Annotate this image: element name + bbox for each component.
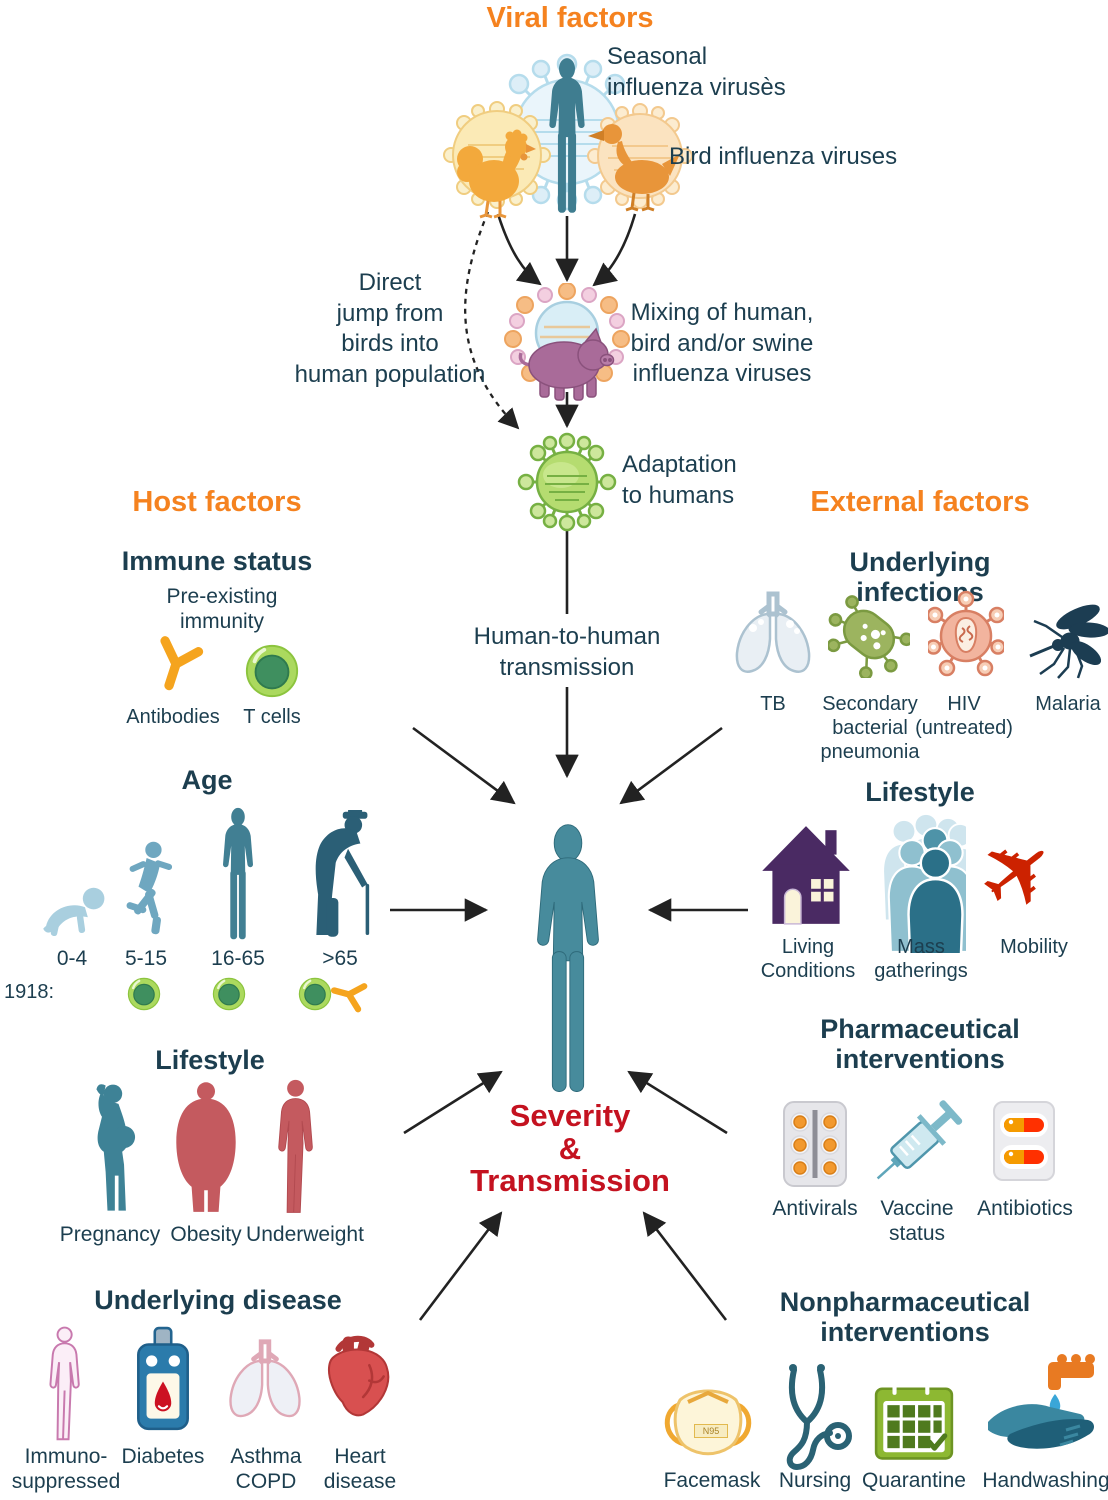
obesity-label: Obesity: [170, 1223, 242, 1246]
preexisting-immunity-label: Pre-existing immunity: [166, 585, 278, 634]
living-conditions-label: Living Conditions: [760, 936, 856, 982]
bacteria-icon: [828, 595, 910, 678]
mass-gatherings-label: Mass gatherings: [874, 936, 968, 982]
age-16-65-label: 16-65: [211, 947, 265, 970]
age-0-4-label: 0-4: [56, 947, 88, 970]
facemask-label: Facemask: [663, 1469, 761, 1492]
arrow-direct-jump-dashed: [464, 211, 520, 430]
age-elderly-icon: [315, 810, 370, 937]
pharma-title: Pharmaceutical interventions: [820, 1014, 1020, 1074]
tcell-1918-icon-3: [298, 977, 332, 1011]
chicken-silhouette: [457, 129, 536, 219]
arrow-immune-to-human: [412, 726, 516, 805]
duck-virus-icon: [587, 103, 693, 212]
handwashing-label: Handwashing: [982, 1469, 1108, 1492]
age-5-15-label: 5-15: [124, 947, 168, 970]
mass-gatherings-crowd-icon: [866, 808, 966, 953]
arrow-bird1-to-pig: [496, 213, 542, 286]
arrow-nonpharma-to-severity: [642, 1211, 728, 1321]
chicken-virus-icon: [443, 101, 551, 219]
arrow-pharma-to-severity: [627, 1070, 728, 1135]
living-conditions-house-icon: [762, 826, 850, 925]
human-source-icon: [538, 56, 596, 216]
duck-silhouette: [588, 124, 680, 212]
underweight-icon: [278, 1079, 313, 1213]
host-factors-title: Host factors: [132, 486, 302, 518]
quarantine-calendar-icon: [874, 1378, 954, 1460]
tcell-1918-icon-2: [212, 977, 246, 1011]
quarantine-label: Quarantine: [862, 1469, 966, 1492]
pig-virus-icon: [504, 283, 630, 401]
diabetes-label: Diabetes: [121, 1445, 205, 1468]
nursing-label: Nursing: [778, 1469, 852, 1492]
n95-badge: N95: [694, 1424, 728, 1438]
adaptation-virus-icon: [517, 432, 617, 532]
diabetes-icon: [137, 1326, 189, 1431]
seasonal-influenza-label: Seasonal influenza virusès: [607, 43, 786, 101]
antibiotics-icon: [993, 1101, 1055, 1181]
pandemic-1918-label: 1918:: [4, 981, 55, 1003]
nonpharma-title: Nonpharmaceutical interventions: [779, 1287, 1031, 1347]
immunosuppressed-label: Immuno- suppressed: [11, 1445, 121, 1494]
antivirals-blister-icon: [783, 1101, 847, 1187]
heart-disease-icon: [327, 1335, 390, 1417]
vaccine-syringe-icon: [876, 1100, 963, 1180]
malaria-label: Malaria: [1035, 693, 1101, 715]
antibodies-label: Antibodies: [126, 706, 220, 728]
malaria-mosquito-icon: [1029, 604, 1108, 679]
pneumonia-label: Secondary bacterial pneumonia: [820, 693, 920, 763]
host-lifestyle-title: Lifestyle: [155, 1045, 265, 1075]
adaptation-label: Adaptation to humans: [622, 451, 737, 509]
arrow-bird2-to-pig: [592, 213, 637, 287]
central-human-icon: [522, 810, 614, 1108]
external-factors-title: External factors: [810, 486, 1030, 518]
age-over65-label: >65: [322, 947, 358, 970]
heart-disease-label: Heart disease: [323, 1445, 397, 1494]
arrow-host-lifestyle-to-severity: [403, 1070, 503, 1135]
vaccine-status-label: Vaccine status: [880, 1197, 954, 1246]
tcells-label: T cells: [243, 706, 301, 728]
pregnancy-label: Pregnancy: [59, 1223, 161, 1246]
obesity-icon: [176, 1082, 236, 1212]
arrow-infections-to-human: [619, 726, 723, 805]
antibiotics-label: Antibiotics: [977, 1197, 1073, 1220]
asthma-lungs-icon: [222, 1338, 308, 1424]
h2h-transmission-label: Human-to-human transmission: [473, 623, 661, 681]
immune-status-title: Immune status: [121, 546, 313, 576]
mobility-label: Mobility: [1000, 936, 1068, 958]
pregnancy-icon: [96, 1084, 136, 1211]
tcell-icon: [244, 643, 300, 699]
facemask-icon: [664, 1389, 752, 1456]
antivirals-label: Antivirals: [772, 1197, 858, 1220]
hiv-label: HIV (untreated): [915, 693, 1013, 739]
tcell-1918-icon-1: [127, 977, 161, 1011]
nursing-stethoscope-icon: [786, 1364, 852, 1471]
mixing-label: Mixing of human, bird and/or swine influ…: [630, 299, 814, 388]
underlying-disease-title: Underlying disease: [94, 1285, 342, 1315]
asthma-copd-label: Asthma COPD: [230, 1445, 302, 1494]
age-adult-icon: [213, 806, 263, 942]
age-baby-icon: [43, 887, 105, 937]
tb-lungs-icon: [728, 590, 818, 680]
hiv-virus-icon: [928, 590, 1004, 677]
antibody-1918-icon: [330, 974, 372, 1016]
ext-lifestyle-title: Lifestyle: [865, 777, 975, 807]
arrow-disease-to-severity: [418, 1211, 503, 1321]
pig-silhouette: [518, 327, 615, 401]
bird-influenza-label: Bird influenza viruses: [669, 143, 898, 170]
antibody-icon: [146, 630, 208, 692]
age-child-icon: [126, 841, 173, 935]
severity-transmission-label: Severity & Transmission: [470, 1098, 670, 1199]
tb-label: TB: [760, 693, 786, 715]
handwashing-icon: [988, 1354, 1095, 1449]
underweight-label: Underweight: [246, 1223, 364, 1246]
immunosuppressed-icon: [49, 1326, 80, 1441]
direct-jump-label: Direct jump from birds into human popula…: [294, 269, 486, 389]
viral-factors-title: Viral factors: [486, 2, 654, 34]
age-title: Age: [181, 765, 233, 795]
